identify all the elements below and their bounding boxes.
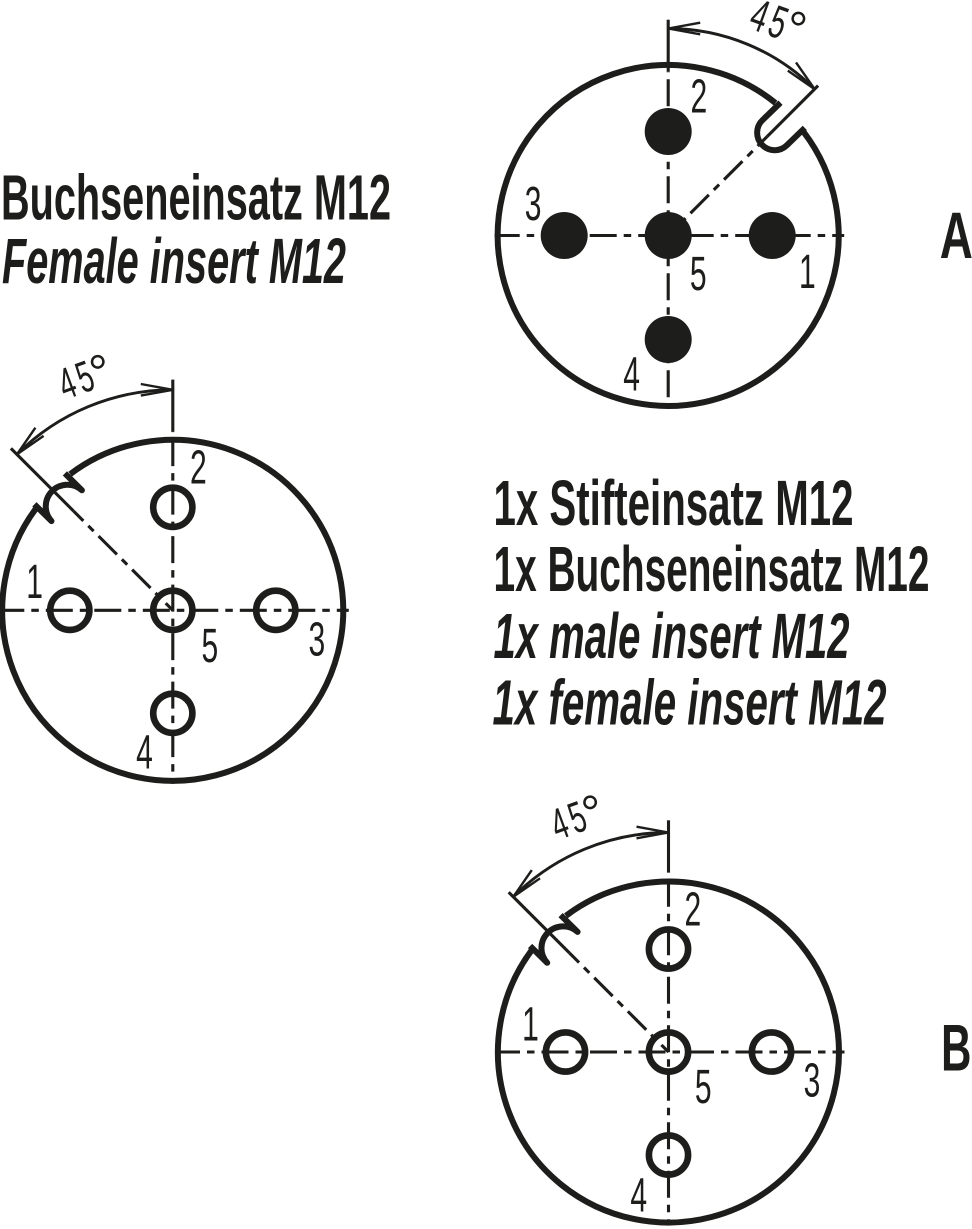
svg-text:1: 1: [799, 244, 816, 299]
svg-text:A: A: [940, 199, 972, 272]
svg-text:Female insert M12: Female insert M12: [2, 225, 346, 297]
svg-text:5: 5: [201, 617, 218, 672]
svg-text:1x female insert M12: 1x female insert M12: [493, 667, 887, 739]
svg-text:4: 4: [623, 346, 640, 401]
svg-text:1x Stifteinsatz M12: 1x Stifteinsatz M12: [494, 467, 854, 539]
svg-text:3: 3: [804, 1052, 821, 1107]
svg-text:2: 2: [685, 881, 702, 936]
svg-text:B: B: [941, 1011, 971, 1085]
svg-text:1: 1: [26, 553, 43, 608]
svg-text:Buchseneinsatz M12: Buchseneinsatz M12: [1, 162, 391, 234]
svg-text:2: 2: [190, 439, 207, 494]
svg-text:1x male insert M12: 1x male insert M12: [494, 600, 850, 672]
svg-text:2: 2: [690, 68, 707, 123]
svg-text:5: 5: [690, 246, 707, 301]
svg-text:4: 4: [630, 1167, 647, 1222]
svg-text:4: 4: [136, 724, 153, 779]
svg-text:5: 5: [695, 1058, 712, 1113]
svg-text:3: 3: [308, 611, 325, 666]
svg-text:3: 3: [525, 176, 542, 231]
svg-text:1: 1: [522, 996, 539, 1051]
svg-text:1x Buchseneinsatz M12: 1x Buchseneinsatz M12: [494, 533, 930, 605]
